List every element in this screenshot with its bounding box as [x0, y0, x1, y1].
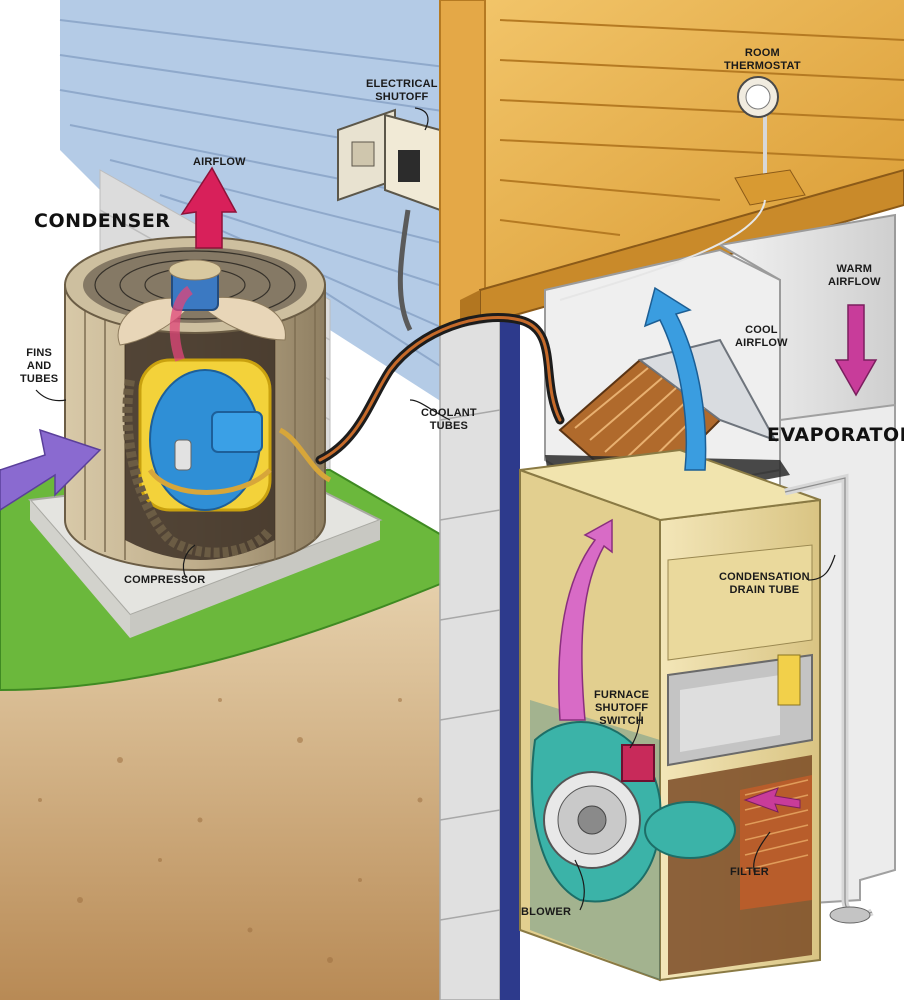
filter-airflow-arrow [743, 787, 801, 813]
blower-label: BLOWER [521, 906, 572, 918]
evaporator-label: EVAPORATOR [767, 424, 904, 446]
furnace-airflow-arrow [558, 518, 613, 721]
interior-block-wall [439, 315, 520, 1000]
electrical-shutoff-box [337, 108, 441, 332]
leader-lines [35, 107, 836, 911]
filter-label: FILTER [730, 866, 769, 878]
room-thermostat [559, 76, 806, 301]
floor-drain [829, 906, 871, 924]
warm-airflow-arrow [834, 304, 878, 397]
compressor-label: COMPRESSOR [124, 574, 206, 586]
cool-airflow-arrow [643, 286, 707, 471]
airflow-arrow [180, 166, 238, 249]
intake-airflow-arrow [0, 428, 102, 511]
coolant-tubes [315, 312, 565, 465]
condenser-label: CONDENSER [34, 210, 171, 232]
furnace-shutoff-switch [621, 744, 655, 782]
airflow-label: AIRFLOW [193, 156, 246, 168]
condenser-unit [64, 236, 332, 571]
